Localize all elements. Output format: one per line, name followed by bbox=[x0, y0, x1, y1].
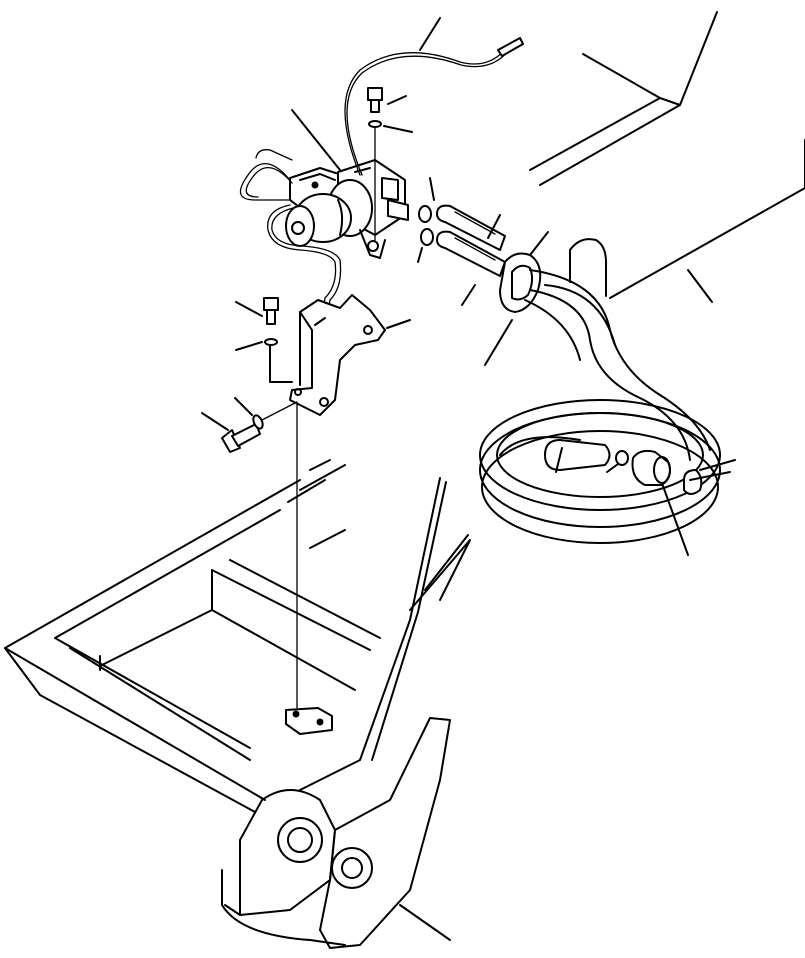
leader-line bbox=[383, 125, 413, 133]
lower-bolt bbox=[221, 414, 264, 453]
cab-body-panel bbox=[529, 11, 805, 299]
leader-line bbox=[687, 269, 713, 303]
bracket-bolt bbox=[263, 297, 293, 383]
leader-line bbox=[201, 412, 229, 431]
hose-loop bbox=[479, 269, 736, 556]
pivot-bracket-left bbox=[221, 789, 346, 946]
pivot-bracket-right bbox=[319, 717, 451, 949]
leader-line bbox=[386, 319, 411, 329]
leader-line bbox=[234, 397, 253, 416]
heater-hoses bbox=[436, 204, 549, 306]
top-bolt bbox=[367, 87, 383, 128]
leader-line bbox=[387, 95, 407, 105]
heater-motor-assembly bbox=[285, 159, 409, 259]
leader-line bbox=[235, 301, 263, 317]
hose-fittings bbox=[417, 177, 435, 263]
frame-tank-structure bbox=[4, 459, 381, 813]
mounting-bracket bbox=[289, 294, 386, 416]
loader-arm bbox=[299, 477, 471, 791]
leader-line bbox=[291, 109, 341, 171]
mounting-pad bbox=[285, 707, 333, 735]
leader-line bbox=[235, 341, 263, 351]
grommet bbox=[499, 252, 542, 313]
bolt-guide-line bbox=[261, 401, 298, 421]
